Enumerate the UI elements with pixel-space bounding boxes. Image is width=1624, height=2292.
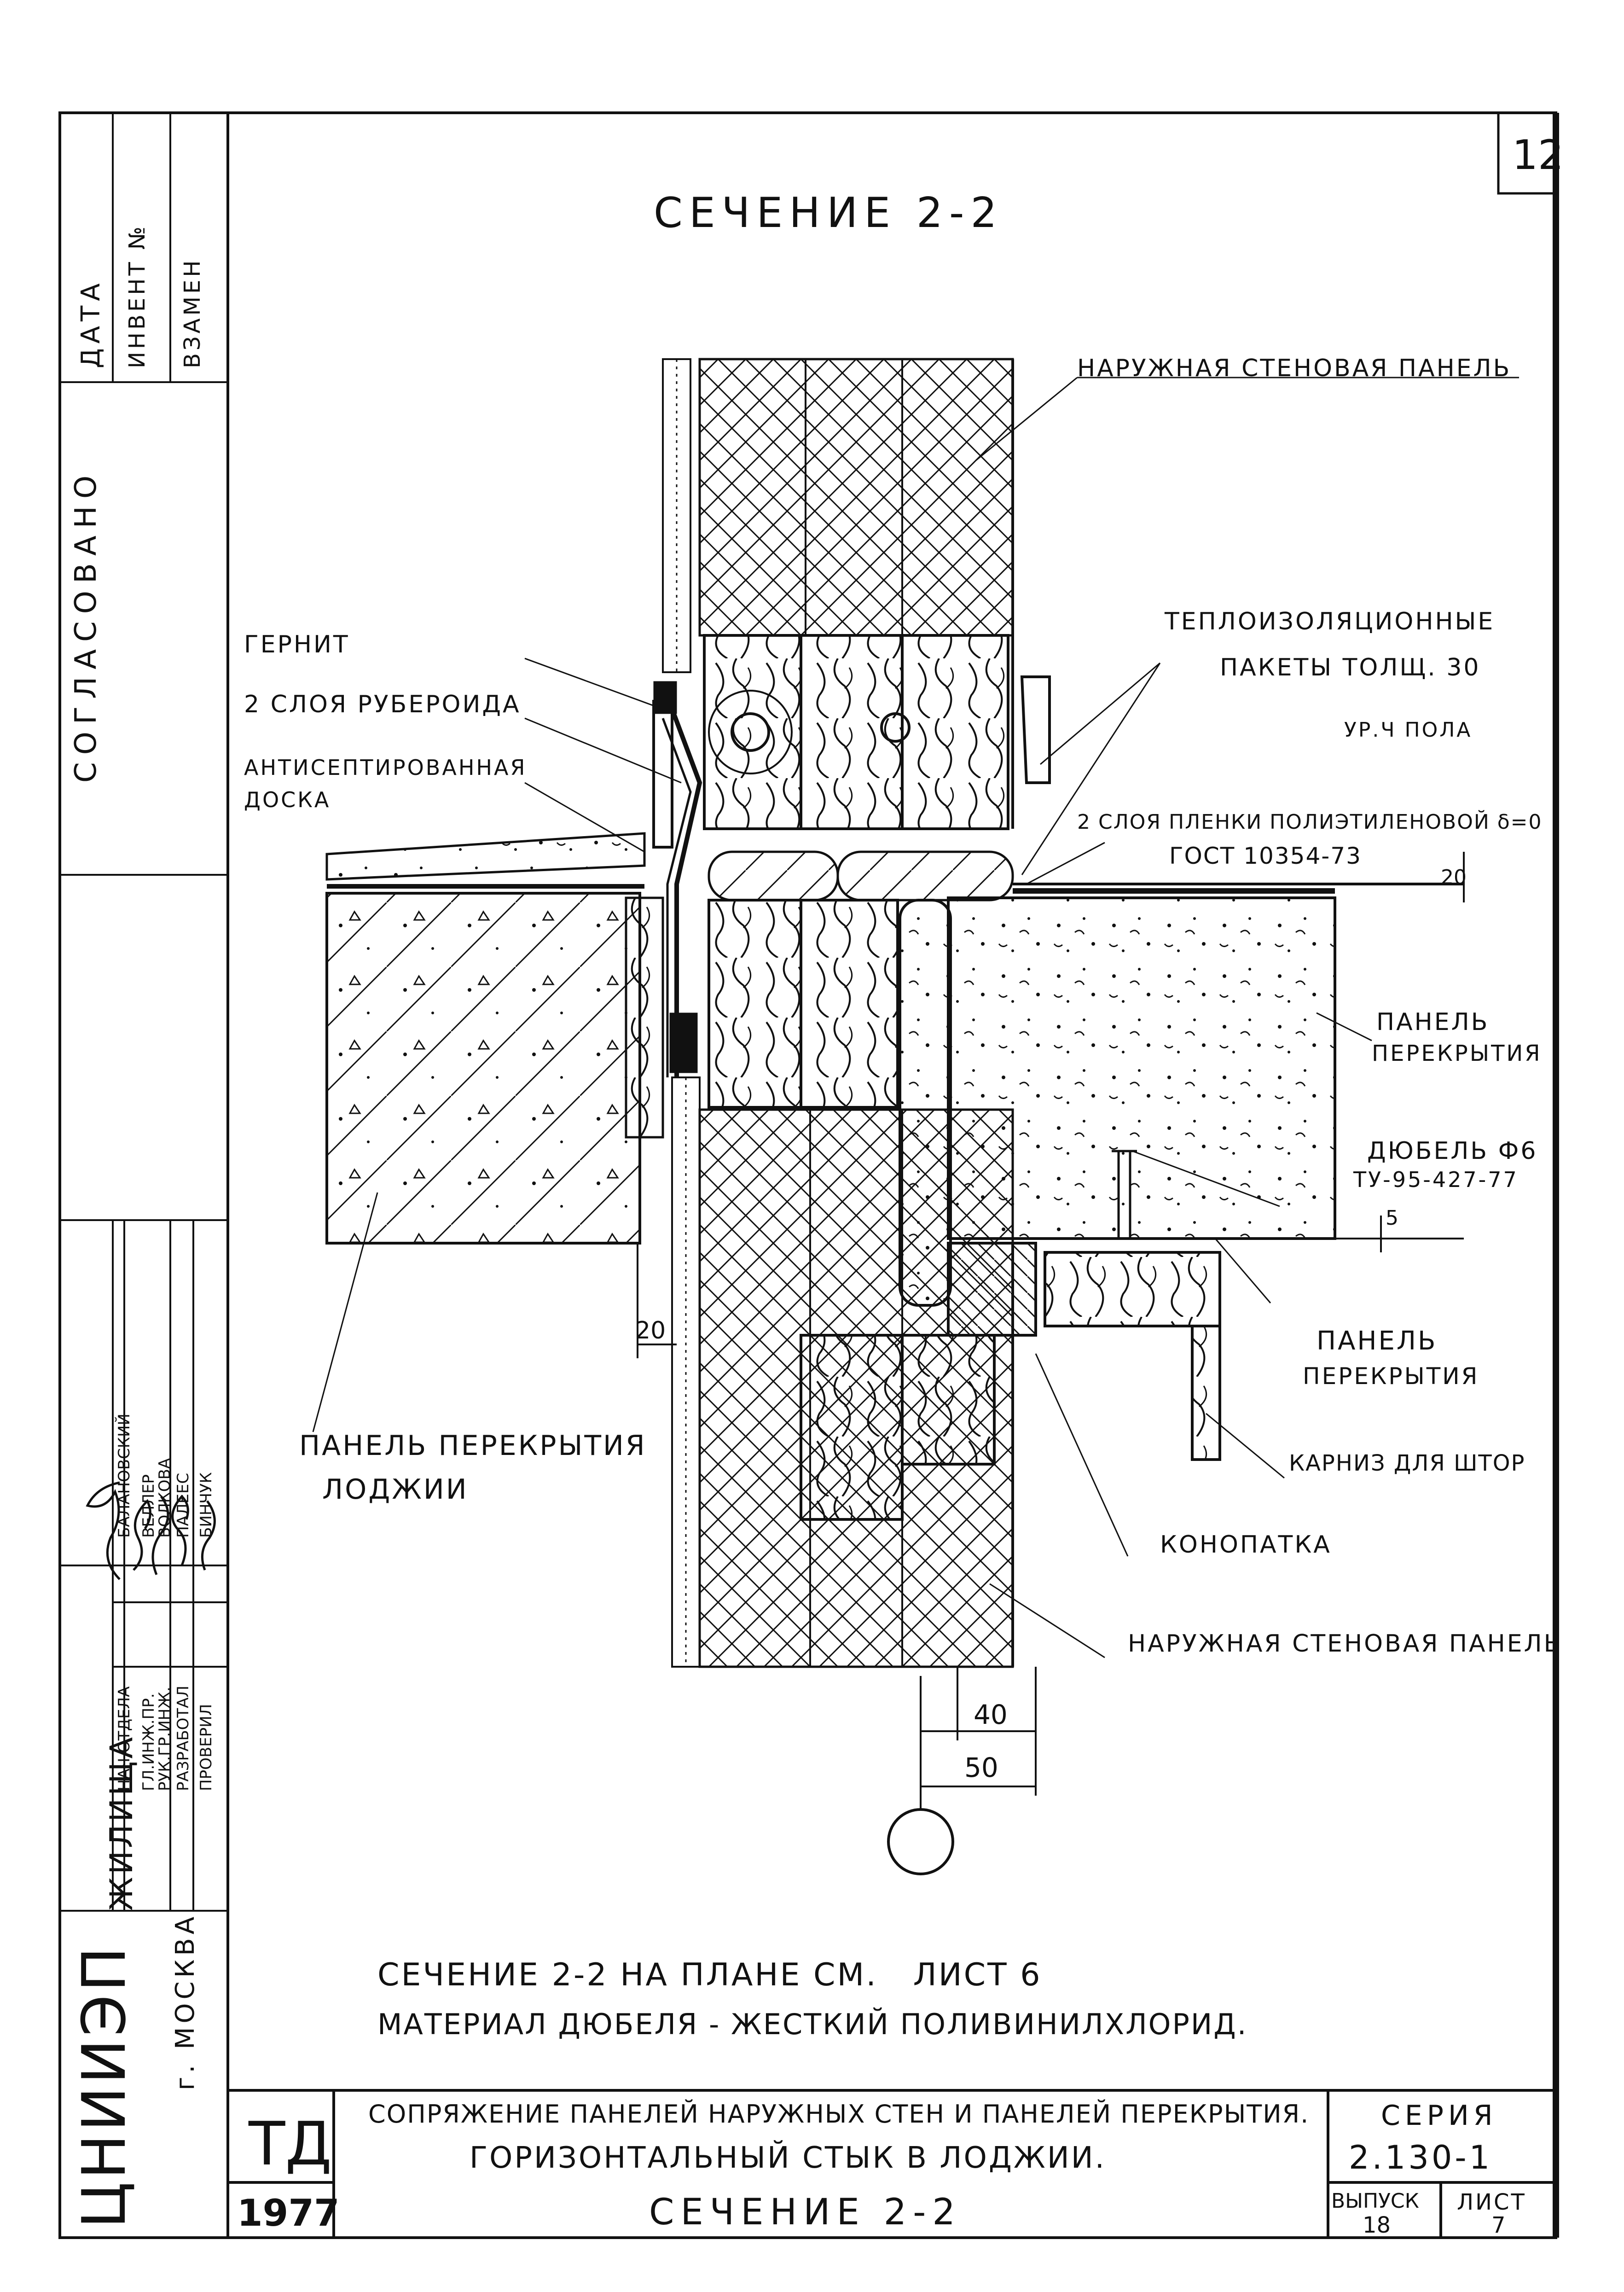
- page-number: 12: [1512, 131, 1564, 179]
- label-loggia-slab-2: ЛОДЖИИ: [322, 1473, 469, 1506]
- tb-sheet-value: 7: [1491, 2212, 1506, 2238]
- tb-title-3: СЕЧЕНИЕ 2-2: [649, 2192, 962, 2233]
- wood-bars-upper: [703, 634, 1009, 830]
- side-stamp-grid: [60, 113, 228, 1912]
- stamp-name-2: ВЕЛЛЕР: [139, 1474, 158, 1538]
- label-curtain-rail: КАРНИЗ ДЛЯ ШТОР: [1289, 1450, 1525, 1476]
- upper-wall-panel: [662, 358, 1014, 829]
- label-board-1: АНТИСЕПТИРОВАННАЯ: [244, 755, 527, 780]
- tb-td: ТД: [249, 2109, 332, 2179]
- label-roofing: 2 СЛОЯ РУБЕРОИДА: [244, 691, 521, 718]
- stamp-role-4: РАЗРАБОТАЛ: [174, 1685, 192, 1791]
- stamp-replaces: ВЗАМЕН: [180, 257, 205, 368]
- label-slab-2b: ПЕРЕКРЫТИЯ: [1303, 1363, 1479, 1390]
- dim-20-left: 20: [635, 1317, 666, 1344]
- label-outer-wall-bottom: НАРУЖНАЯ СТЕНОВАЯ ПАНЕЛЬ: [1128, 1630, 1562, 1658]
- loggia-slab: [325, 892, 641, 1245]
- lower-wall-panel: [671, 1076, 1014, 1668]
- loggia-floor-topping: [325, 832, 646, 889]
- tb-sheet-label: ЛИСТ: [1457, 2189, 1526, 2215]
- tb-series-value: 2.130-1: [1349, 2139, 1493, 2176]
- stamp-inventory: ИНВЕНТ №: [124, 224, 150, 368]
- label-slab-1a: ПАНЕЛЬ: [1376, 1008, 1490, 1036]
- label-dowel-1: ДЮБЕЛЬ Ф6: [1367, 1137, 1538, 1165]
- stamp-name-5: БИНЧУК: [197, 1472, 215, 1538]
- tb-title-1: СОПРЯЖЕНИЕ ПАНЕЛЕЙ НАРУЖНЫХ СТЕН И ПАНЕЛ…: [368, 2100, 1310, 2129]
- axis-marker: [887, 1808, 954, 1875]
- stamp-name-1: БАЛАНОВСКИЙ: [115, 1414, 133, 1538]
- label-film-1: 2 СЛОЯ ПЛЕНКИ ПОЛИЭТИЛЕНОВОЙ δ=0: [1077, 810, 1543, 834]
- tb-issue-label: ВЫПУСК: [1331, 2189, 1419, 2213]
- label-loggia-slab-1: ПАНЕЛЬ ПЕРЕКРЫТИЯ: [299, 1430, 647, 1462]
- signatures: [86, 1481, 216, 1580]
- stamp-role-2: ГЛ.ИНЖ.ПР.: [139, 1693, 158, 1791]
- note-line-1: СЕЧЕНИЕ 2-2 НА ПЛАНЕ СМ. ЛИСТ 6: [377, 1957, 1042, 1993]
- label-floor-level: УР.Ч ПОЛА: [1344, 718, 1473, 742]
- label-insulation-2: ПАКЕТЫ ТОЛЩ. 30: [1220, 654, 1481, 681]
- label-outer-wall-top: НАРУЖНАЯ СТЕНОВАЯ ПАНЕЛЬ: [1077, 355, 1512, 382]
- label-dowel-2: ТУ-95-427-77: [1353, 1167, 1519, 1192]
- stamp-date: ДАТА: [76, 279, 106, 368]
- flashing: [652, 681, 702, 1077]
- note-line-2: МАТЕРИАЛ ДЮБЕЛЯ - ЖЕСТКИЙ ПОЛИВИНИЛХЛОРИ…: [377, 2007, 1248, 2041]
- stamp-name-4: ПАЛЕЕС: [174, 1472, 192, 1538]
- label-caulk: КОНОПАТКА: [1160, 1531, 1332, 1559]
- tb-issue-value: 18: [1363, 2212, 1391, 2238]
- stamp-org-suffix: ЖИЛИЩА: [104, 1734, 140, 1911]
- label-gernit: ГЕРНИТ: [244, 631, 350, 658]
- label-insulation-1: ТЕПЛОИЗОЛЯЦИОННЫЕ: [1165, 608, 1495, 635]
- label-film-2: ГОСТ 10354-73: [1169, 843, 1362, 869]
- label-board-2: ДОСКА: [244, 787, 331, 812]
- title-block-grid: [228, 2089, 1556, 2238]
- stamp-org: ЦНИИЭП: [69, 1944, 139, 2228]
- stamp-role-3: РУК.ГР.ИНЖ.: [156, 1687, 174, 1791]
- dim-20-right: 20: [1441, 866, 1467, 889]
- tb-title-2: ГОРИЗОНТАЛЬНЫЙ СТЫК В ЛОДЖИИ.: [470, 2141, 1106, 2175]
- stamp-agreed: СОГЛАСОВАНО: [69, 468, 103, 783]
- antiseptic-board: [625, 896, 664, 1139]
- label-slab-2a: ПАНЕЛЬ: [1317, 1326, 1438, 1356]
- tb-year: 1977: [237, 2192, 340, 2234]
- page-number-box: [1497, 113, 1556, 195]
- dim-50: 50: [964, 1752, 998, 1783]
- tb-series-label: СЕРИЯ: [1381, 2100, 1497, 2132]
- caulk-and-rail: [947, 1242, 1221, 1461]
- wall-cladding: [1020, 675, 1051, 784]
- leader-lines: [312, 377, 1519, 1658]
- dimension-lines: [637, 852, 1465, 1796]
- joint-strip: [708, 850, 1014, 902]
- stamp-city: г. МОСКВА: [170, 1913, 200, 2090]
- label-slab-1b: ПЕРЕКРЫТИЯ: [1372, 1041, 1542, 1066]
- stamp-name-3: ВОЛКОВА: [156, 1458, 174, 1538]
- dim-5: 5: [1386, 1206, 1398, 1230]
- dim-40: 40: [974, 1699, 1008, 1730]
- stamp-role-5: ПРОВЕРИЛ: [197, 1704, 215, 1791]
- section-title: СЕЧЕНИЕ 2-2: [654, 189, 1003, 237]
